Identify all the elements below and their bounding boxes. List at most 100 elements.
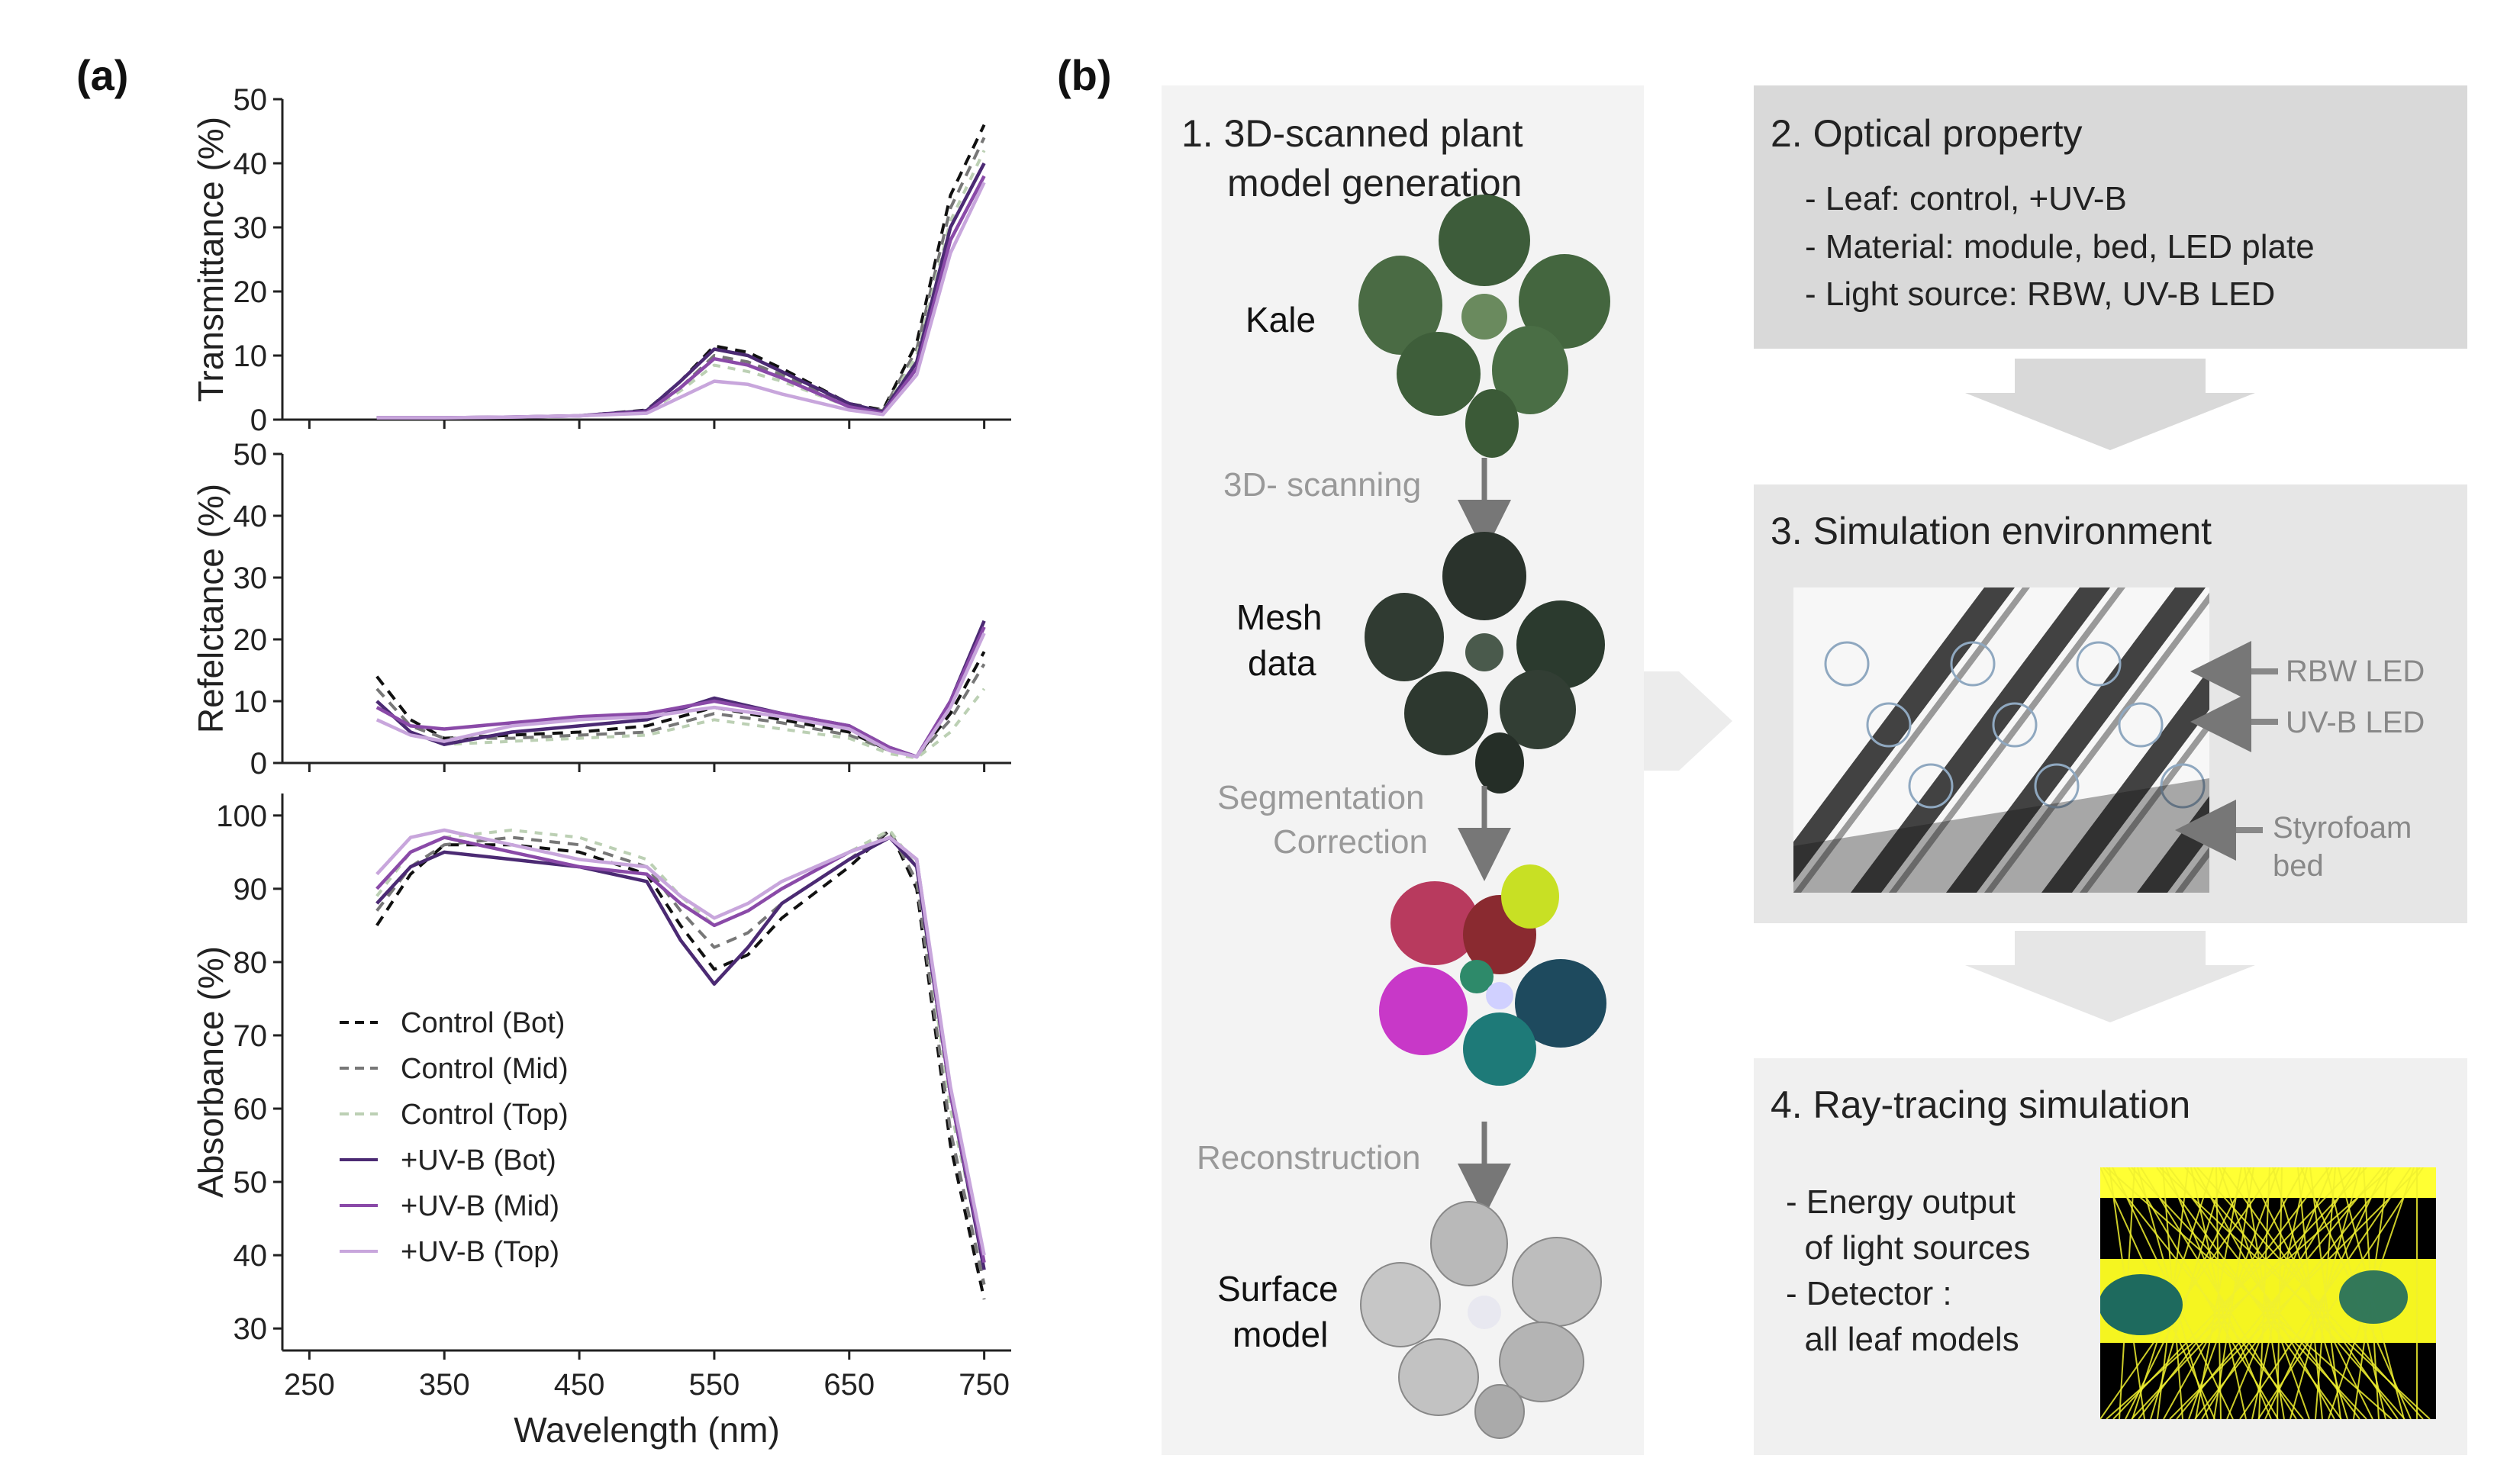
y-axis-title: Refelctance (%): [191, 484, 230, 733]
series-line: [376, 150, 986, 420]
series-line: [376, 182, 986, 420]
led-rail-edge: [1793, 587, 2030, 893]
ray: [2309, 1167, 2341, 1419]
ray: [2131, 1167, 2367, 1419]
led-rail-edge: [1889, 587, 2125, 893]
series-line: [375, 828, 986, 1256]
ray: [2196, 1167, 2424, 1419]
y-tick-label: 40: [234, 1239, 268, 1273]
legend-label: +UV-B (Mid): [401, 1190, 559, 1222]
legend-label: +UV-B (Top): [401, 1236, 559, 1268]
series-line: [375, 835, 986, 1270]
series-line: [375, 663, 986, 758]
segmented-plant-image: [1379, 864, 1606, 1086]
ray-tracing-image: [2100, 1167, 2436, 1419]
y-tick-label: 20: [234, 623, 268, 657]
mesh-plant-image: [1365, 532, 1605, 794]
y-tick-label: 0: [250, 404, 267, 437]
chart-legend: Control (Bot) Control (Mid) Control (Top) +…: [340, 1007, 569, 1268]
y-tick-label: 80: [234, 946, 268, 980]
step4-item-detector: - Detector :: [1786, 1275, 1952, 1312]
step4-item-energy: - Energy output: [1786, 1183, 2016, 1221]
legend-label: Control (Bot): [401, 1007, 565, 1039]
leaf-model-wire: [2034, 763, 2080, 809]
ray: [2213, 1167, 2254, 1419]
down-arrow-3-4: [1965, 931, 2255, 1022]
ray: [2194, 1167, 2396, 1419]
y-axis-title: Absorbance (%): [191, 946, 230, 1198]
kale-plant-image: [1358, 195, 1610, 458]
bed-label-line2: bed: [2273, 849, 2324, 883]
step4-title: 4. Ray-tracing simulation: [1771, 1083, 2190, 1126]
surface-label-line2: model: [1233, 1315, 1328, 1354]
x-tick-label: 650: [823, 1368, 875, 1402]
y-tick-label: 10: [234, 340, 268, 373]
leaf-model-wire: [1866, 702, 1912, 748]
surface-plant-image: [1360, 1201, 1602, 1439]
leaf-model-wire: [2076, 641, 2122, 687]
series-line: [376, 162, 986, 420]
ray: [2277, 1167, 2283, 1419]
series-line: [375, 829, 986, 1300]
series-line: [376, 137, 986, 420]
y-tick-label: 30: [234, 1312, 268, 1346]
legend-label: Control (Top): [401, 1099, 569, 1131]
series-line: [376, 124, 986, 420]
legend-label: Control (Mid): [401, 1053, 569, 1085]
rbw-led-label: RBW LED: [2286, 655, 2425, 688]
led-rail: [2041, 668, 2209, 893]
x-tick-label: 750: [959, 1368, 1010, 1402]
y-tick-label: 100: [216, 800, 267, 833]
styrofoam-bed: [1793, 778, 2209, 893]
step2-item-light: - Light source: RBW, UV-B LED: [1805, 275, 2275, 313]
led-rail: [1793, 587, 2015, 883]
ray: [2168, 1167, 2360, 1419]
leaf-model-wire: [2118, 702, 2164, 748]
y-tick-label: 70: [234, 1019, 268, 1053]
led-rail-edge: [2080, 719, 2209, 893]
step4-item-energy-2: of light sources: [1786, 1229, 2030, 1267]
step3-title: 3. Simulation environment: [1771, 510, 2212, 552]
x-tick-label: 450: [554, 1368, 605, 1402]
mesh-label-line1: Mesh: [1236, 597, 1322, 637]
y-axis-title: Transmittance (%): [191, 117, 230, 402]
step2-item-leaf: - Leaf: control, +UV-B: [1805, 180, 2127, 217]
y-tick-label: 40: [234, 147, 268, 181]
led-rail: [1851, 587, 2110, 893]
step1-title-line1: 1. 3D-scanned plant: [1181, 112, 1523, 155]
y-tick-label: 90: [234, 873, 268, 906]
step2-title: 2. Optical property: [1771, 112, 2083, 155]
led-rail: [1946, 587, 2206, 893]
y-tick-label: 60: [234, 1093, 268, 1126]
y-tick-label: 50: [234, 83, 268, 117]
step4-item-detector-2: all leaf models: [1786, 1321, 2019, 1358]
x-tick-label: 250: [284, 1368, 335, 1402]
y-tick-label: 30: [234, 211, 268, 245]
y-tick-label: 40: [234, 500, 268, 533]
led-rail-edge: [1984, 592, 2209, 893]
panel-a-label: (a): [76, 51, 128, 99]
arrow1-label: 3D- scanning: [1223, 466, 1421, 504]
surface-label-line1: Surface: [1217, 1269, 1339, 1309]
panel-b-label: (b): [1057, 51, 1112, 99]
y-tick-label: 30: [234, 562, 268, 595]
down-arrow-2-3: [1965, 359, 2255, 450]
bed-label-line1: Styrofoam: [2273, 811, 2412, 845]
y-tick-label: 50: [234, 438, 268, 472]
ray: [2140, 1167, 2297, 1419]
leaf-model-wire: [1950, 641, 1996, 687]
legend-label: +UV-B (Bot): [401, 1144, 556, 1177]
y-tick-label: 10: [234, 685, 268, 719]
leaf-model-wire: [1824, 641, 1870, 687]
arrow3-label: Reconstruction: [1197, 1139, 1420, 1177]
x-axis-title: Wavelength (nm): [514, 1410, 780, 1450]
leaf-model-wire: [1992, 702, 2038, 748]
y-tick-label: 20: [234, 275, 268, 309]
ray: [2150, 1167, 2226, 1419]
x-tick-label: 350: [419, 1368, 470, 1402]
kale-label: Kale: [1245, 300, 1316, 340]
